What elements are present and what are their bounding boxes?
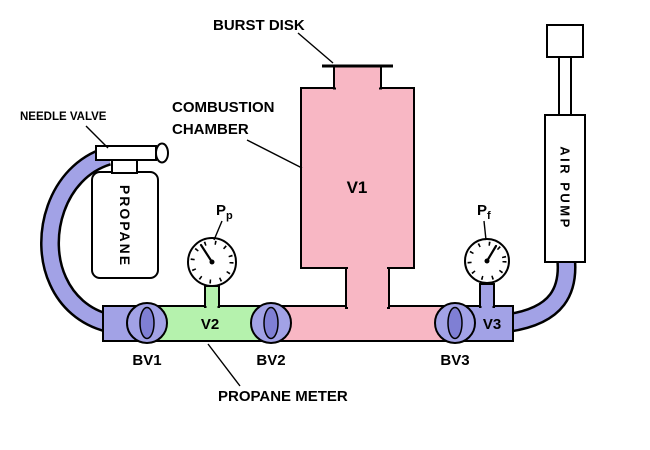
pp-stem-junction-mask [206,303,218,309]
pf-label: Pf [477,202,491,222]
bv1-core [139,306,155,340]
combustion-chamber-pointer-line [246,139,303,169]
v3-label: V3 [483,316,501,333]
pp-symbol: P [216,202,226,219]
air-pump: AIR PUMP [544,24,586,263]
pp-gauge-hub [209,259,215,265]
pf-gauge-hub [484,258,490,264]
pf-stem-junction-mask [481,303,493,309]
combustion-chamber-label-line1: COMBUSTION [172,99,275,116]
burst-disk-label: BURST DISK [213,17,305,34]
pp-gauge-ticks [190,240,234,284]
propane-hose-tube [42,148,111,331]
pf-gauge-ticks [467,241,507,281]
pf-pointer-line [483,220,487,241]
ball-valve-bv1 [126,302,168,344]
body-neck-junction-mask [348,264,387,272]
propane-tank: PROPANE [91,171,159,279]
air-pump-rod [558,56,572,116]
air-pump-label: AIR PUMP [558,146,573,230]
bv3-core [447,306,463,340]
pp-subscript: p [226,210,233,222]
top-neck-junction-mask [336,85,379,92]
neck-pipe-junction-mask [348,303,387,310]
chamber-bottom-neck [345,267,390,309]
bv1-label: BV1 [132,352,161,369]
bv2-core [263,306,279,340]
combustion-chamber: V1 [300,64,415,310]
pipe-outline [102,305,514,342]
bv3-label: BV3 [440,352,469,369]
bv2-label: BV2 [256,352,285,369]
gauge-pp: Pp [187,202,237,309]
pf-subscript: f [487,210,491,222]
ball-valve-bv2 [250,302,292,344]
pp-gauge-needle [199,243,214,264]
air-pump-body [544,114,586,263]
needle-valve-label: NEEDLE VALVE [20,111,107,123]
pp-pointer-line [213,220,223,241]
v1-label: V1 [347,178,368,197]
v2-label: V2 [201,316,219,333]
needle-valve [95,142,169,174]
needle-valve-stem [111,159,138,174]
propane-hose [40,146,112,333]
pf-symbol: P [477,202,487,219]
needle-valve-body [95,145,157,161]
annotations: BURST DISK COMBUSTION CHAMBER NEEDLE VAL… [20,17,501,405]
chamber-top-neck [333,65,382,90]
pp-label: Pp [216,202,233,222]
pipe-segment-chamber-feed [271,307,455,340]
propane-meter-pointer-line [207,343,241,387]
propane-meter-label: PROPANE METER [218,388,348,405]
propane-tank-label: PROPANE [117,185,133,267]
ball-valve-bv3 [434,302,476,344]
air-pump-handle [546,24,584,58]
needle-valve-knob [155,142,169,164]
combustion-chamber-label-line2: CHAMBER [172,121,249,138]
gauge-pf: Pf [464,202,510,309]
needle-valve-pointer-line [85,125,109,149]
burst-disk-pointer-line [297,32,334,64]
pf-gauge-needle [485,244,498,263]
